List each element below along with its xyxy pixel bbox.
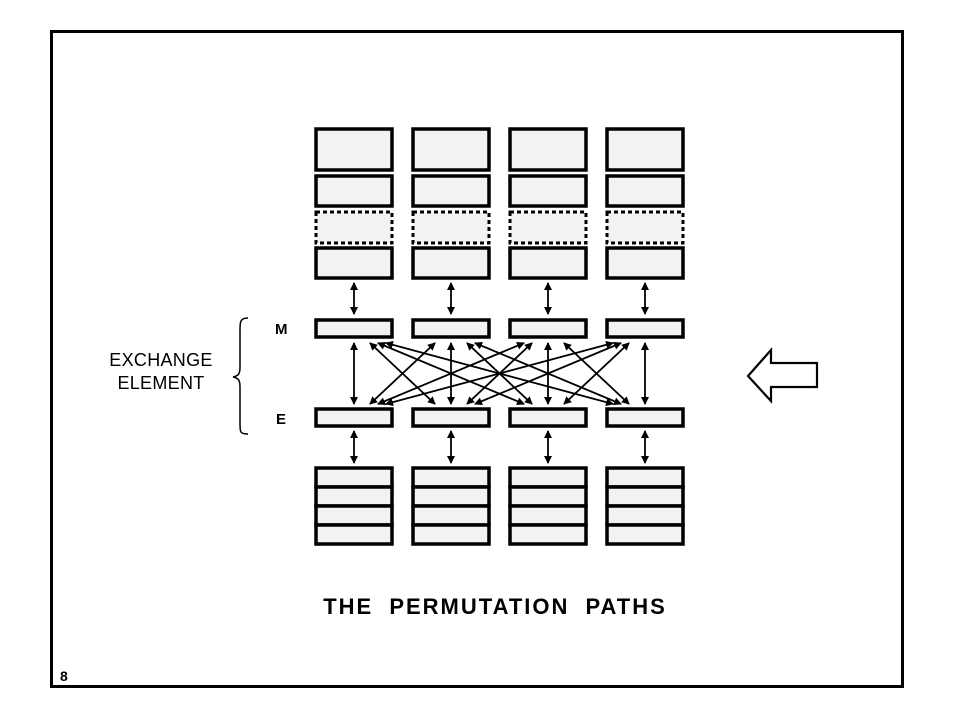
e-row — [314, 407, 685, 428]
exchange-label-line1: EXCHANGE — [109, 350, 213, 370]
top-stack-3-segment-4 — [508, 246, 588, 280]
bottom-stack-1-row-2 — [314, 485, 394, 508]
top-stack-4-segment-1 — [605, 127, 685, 172]
top-stack-4-segment-4 — [605, 246, 685, 280]
slide-title: THE PERMUTATION PATHS — [323, 594, 667, 619]
top-stack-3-segment-2 — [508, 174, 588, 208]
top-stack-1-segment-3 — [314, 210, 394, 245]
top-stack-2-segment-2 — [411, 174, 491, 208]
bottom-stack-3-row-4 — [508, 523, 588, 546]
bottom-stack-4-row-4 — [605, 523, 685, 546]
m-box-2 — [411, 318, 491, 339]
top-stack-3-segment-1 — [508, 127, 588, 172]
top-stack-2-segment-1 — [411, 127, 491, 172]
bottom-stack-2-row-2 — [411, 485, 491, 508]
exchange-label-line2: ELEMENT — [117, 373, 205, 393]
bottom-stack-1-row-4 — [314, 523, 394, 546]
bottom-stack-4-row-3 — [605, 504, 685, 527]
top-links — [350, 282, 649, 315]
m-box-3 — [508, 318, 588, 339]
crossbar-arrow-m4-e3 — [563, 342, 630, 405]
bottom-stack-3-row-1 — [508, 466, 588, 489]
m-row — [314, 318, 685, 339]
bottom-stack-4-row-1 — [605, 466, 685, 489]
top-stack-1-segment-1 — [314, 127, 394, 172]
exchange-element-label: EXCHANGE ELEMENT — [96, 349, 226, 395]
bottom-stack-4-row-2 — [605, 485, 685, 508]
e-box-4 — [605, 407, 685, 428]
bottom-stack-2-row-1 — [411, 466, 491, 489]
bottom-stacks — [314, 466, 685, 546]
top-stack-2-segment-4 — [411, 246, 491, 280]
page-number: 8 — [60, 668, 68, 684]
m-box-1 — [314, 318, 394, 339]
e-box-1 — [314, 407, 394, 428]
crossbar-links — [350, 340, 649, 407]
bottom-stack-1-row-3 — [314, 504, 394, 527]
top-stack-1-segment-4 — [314, 246, 394, 280]
e-box-2 — [411, 407, 491, 428]
left-arrow-icon — [746, 347, 819, 404]
bottom-links — [350, 430, 649, 464]
m-box-4 — [605, 318, 685, 339]
e-box-3 — [508, 407, 588, 428]
top-stack-3-segment-3 — [508, 210, 588, 245]
bottom-stack-1-row-1 — [314, 466, 394, 489]
row-label-m: M — [275, 321, 288, 338]
brace-icon — [232, 317, 249, 435]
top-stack-2-segment-3 — [411, 210, 491, 245]
bottom-stack-2-row-4 — [411, 523, 491, 546]
bottom-stack-3-row-2 — [508, 485, 588, 508]
top-stack-4-segment-2 — [605, 174, 685, 208]
top-stack-1-segment-2 — [314, 174, 394, 208]
bottom-stack-2-row-3 — [411, 504, 491, 527]
slide-frame — [50, 30, 904, 688]
top-stacks — [314, 127, 685, 280]
bottom-stack-3-row-3 — [508, 504, 588, 527]
top-stack-4-segment-3 — [605, 210, 685, 245]
row-label-e: E — [276, 411, 287, 428]
